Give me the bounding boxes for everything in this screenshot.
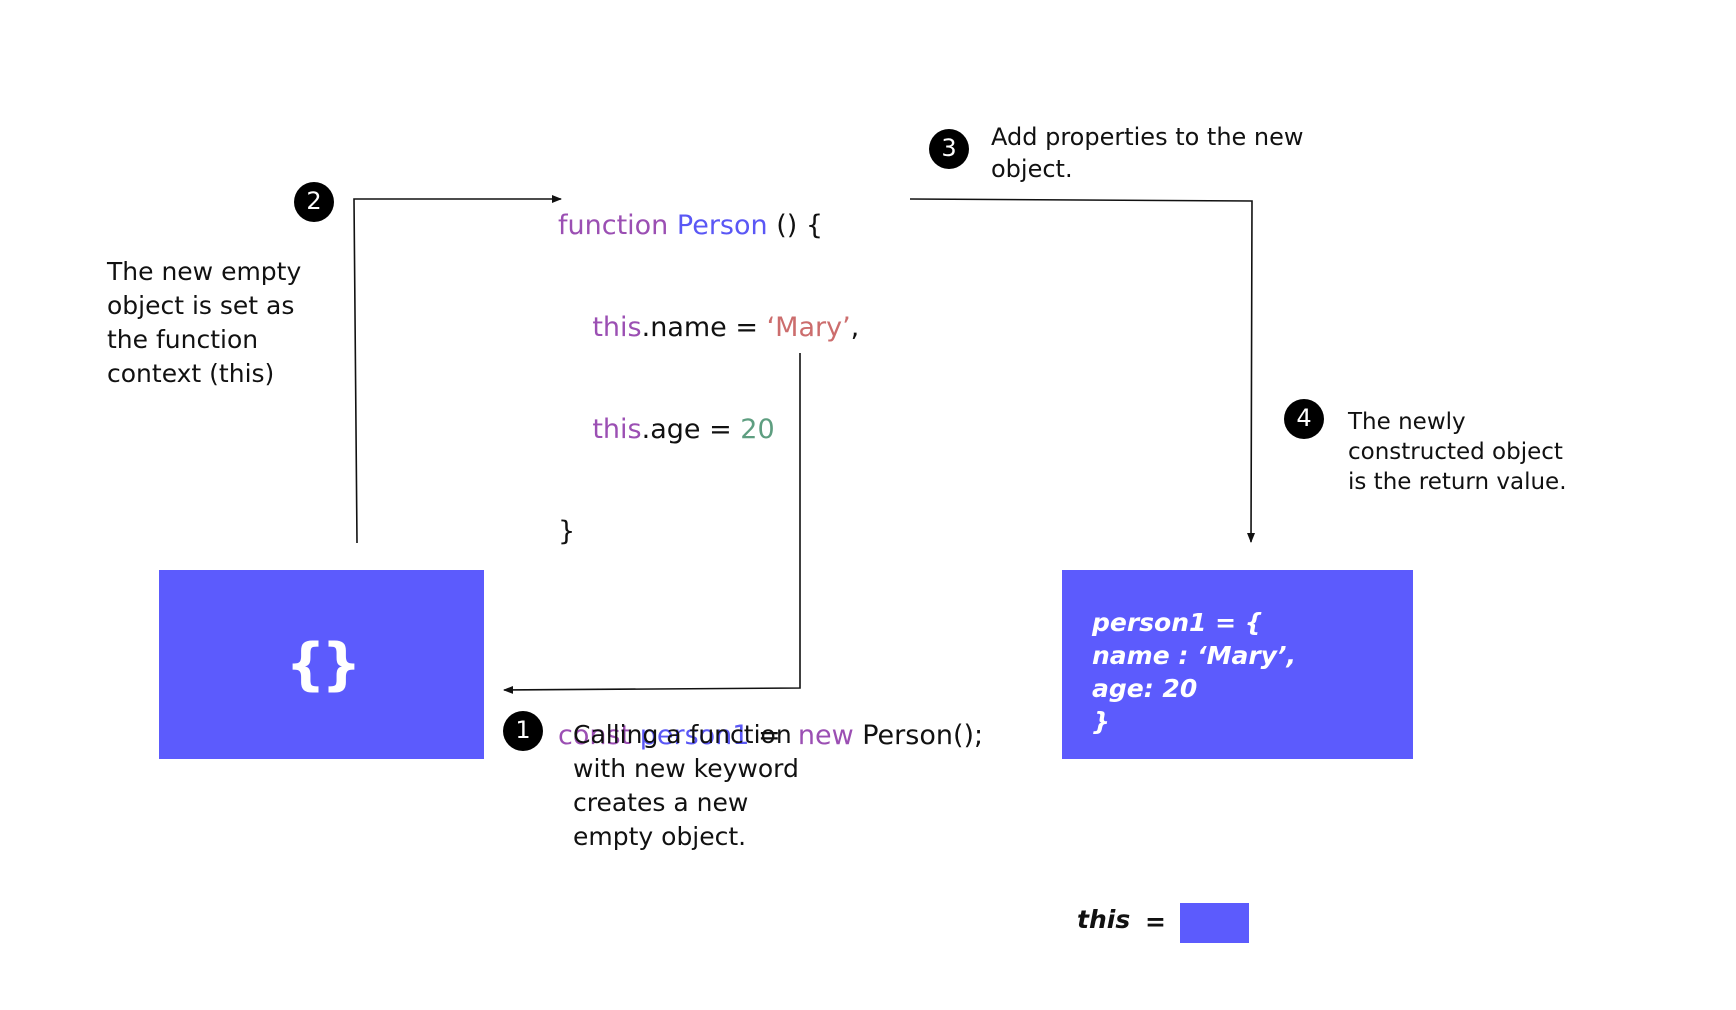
step-4-note: The newly constructed object is the retu… — [1348, 409, 1567, 495]
keyword-this: this — [592, 312, 642, 343]
code-call: Person(); — [853, 720, 984, 751]
code-line-3: this.age = 20 — [558, 413, 983, 447]
step-1-badge: 1 — [503, 711, 543, 751]
arrow-step-2 — [353, 195, 562, 544]
step-3-note: Add properties to the new object. — [991, 123, 1304, 183]
legend-swatch — [1180, 903, 1249, 943]
code-line-4: } — [558, 515, 983, 549]
curly-braces-icon: {} — [285, 632, 362, 697]
step-1-note: Calling a function with new keyword crea… — [573, 720, 799, 851]
legend-equals: = — [1145, 907, 1166, 936]
keyword-new: new — [797, 720, 854, 751]
result-line-3: age: 20 — [1092, 674, 1198, 703]
function-name: Person — [676, 210, 768, 241]
arrow-step-3-4 — [909, 198, 1256, 543]
result-line-1: person1 = { — [1092, 608, 1263, 637]
keyword-this: this — [592, 414, 642, 445]
code-line-1: function Person () { — [558, 209, 983, 243]
number-value: 20 — [740, 414, 775, 445]
code-punct: , — [850, 312, 860, 343]
string-value: ‘Mary’ — [766, 312, 851, 343]
code-block: function Person () { this.name = ‘Mary’,… — [558, 141, 983, 787]
code-line-5: const person1 = new Person(); — [558, 719, 983, 753]
arrow-step-1 — [503, 353, 801, 694]
code-prop: .age = — [641, 414, 741, 445]
variable-name: person1 — [639, 720, 750, 751]
keyword-const: const — [558, 720, 632, 751]
code-punct: = — [749, 720, 798, 751]
code-line-2: this.name = ‘Mary’, — [558, 311, 983, 345]
result-object-box: person1 = { name : ‘Mary’, age: 20 } — [1062, 570, 1413, 759]
result-line-4: } — [1092, 707, 1110, 736]
legend-this-label: this — [1077, 905, 1131, 934]
empty-object-box: {} — [159, 570, 484, 759]
result-line-2: name : ‘Mary’, — [1092, 641, 1296, 670]
code-punct: () { — [767, 210, 824, 241]
step-4-badge: 4 — [1284, 399, 1324, 439]
code-prop: .name = — [641, 312, 767, 343]
step-3-badge: 3 — [929, 129, 969, 169]
step-2-badge: 2 — [294, 182, 334, 222]
keyword-function: function — [558, 210, 669, 241]
step-2-note: The new empty object is set as the funct… — [107, 257, 302, 388]
code-close-brace: } — [558, 516, 576, 547]
result-object-text: person1 = { name : ‘Mary’, age: 20 } — [1092, 606, 1296, 738]
